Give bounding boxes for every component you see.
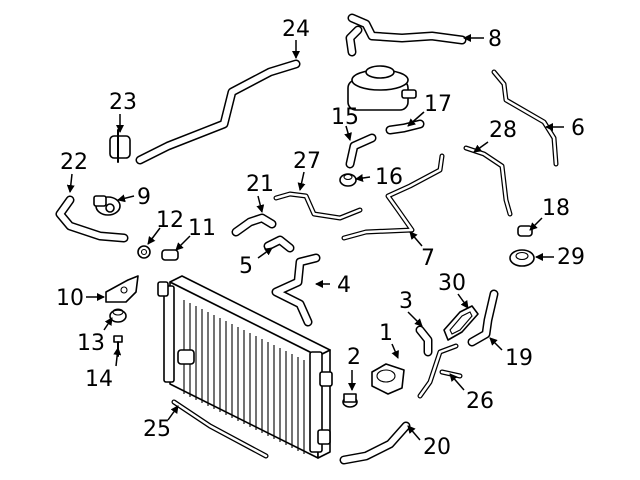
callout-11: 11 <box>188 216 216 241</box>
callout-2: 2 <box>347 345 361 370</box>
part-21-hose <box>231 213 277 237</box>
callout-5: 5 <box>239 254 253 279</box>
callout-24: 24 <box>282 17 310 42</box>
callout-13: 13 <box>77 331 105 356</box>
callout-28: 28 <box>489 118 517 143</box>
callout-9: 9 <box>137 185 151 210</box>
part-9-pump <box>93 195 121 216</box>
callout-25: 25 <box>143 417 171 442</box>
part-23-fitting <box>109 129 131 163</box>
callout-21: 21 <box>246 172 274 197</box>
callout-20: 20 <box>423 435 451 460</box>
callout-29: 29 <box>557 245 585 270</box>
callout-27: 27 <box>293 149 321 174</box>
callout-22: 22 <box>60 150 88 175</box>
part-3-fitting <box>415 325 433 357</box>
callout-10: 10 <box>56 286 84 311</box>
part-11-plug <box>161 249 179 261</box>
part-1-housing <box>371 363 405 395</box>
part-18-fitting <box>517 225 533 237</box>
callout-15: 15 <box>331 105 359 130</box>
callout-6: 6 <box>571 116 585 141</box>
part-28-line <box>463 145 513 217</box>
callout-1: 1 <box>379 321 393 346</box>
part-27-tube <box>273 191 363 221</box>
part-4-hose <box>271 253 321 327</box>
radiator <box>157 275 333 459</box>
part-17-hose <box>385 119 425 135</box>
callout-12: 12 <box>156 208 184 233</box>
callout-16: 16 <box>375 165 403 190</box>
callout-8: 8 <box>488 27 502 52</box>
callout-26: 26 <box>466 389 494 414</box>
part-25-rod <box>171 399 269 459</box>
part-5-hose <box>263 235 295 253</box>
part-15-hose <box>345 133 377 169</box>
leader-lines <box>66 34 564 441</box>
part-22-hose <box>55 195 129 243</box>
part-19-hose <box>467 289 499 347</box>
part-30-gasket <box>443 305 479 341</box>
callout-4: 4 <box>337 273 351 298</box>
callout-7: 7 <box>421 246 435 271</box>
part-13-grommet <box>109 308 127 323</box>
callout-19: 19 <box>505 346 533 371</box>
part-24-pipe <box>135 59 301 165</box>
part-29-cap <box>509 249 535 267</box>
callout-23: 23 <box>109 90 137 115</box>
part-2-fitting <box>342 393 358 408</box>
part-12-washer-hole <box>140 248 148 256</box>
part-8-pipe <box>345 13 467 57</box>
callout-14: 14 <box>85 367 113 392</box>
expansion-tank <box>347 65 417 111</box>
part-16-cap <box>339 173 357 187</box>
callout-3: 3 <box>399 289 413 314</box>
part-6-line <box>491 69 559 167</box>
part-20-hose <box>339 421 411 465</box>
callout-18: 18 <box>542 196 570 221</box>
callout-labels: 1 2 3 4 5 6 7 8 9 10 11 12 13 14 15 16 1… <box>56 17 585 460</box>
part-10-bracket <box>105 275 139 303</box>
part-7-tube <box>341 153 445 241</box>
callout-17: 17 <box>424 92 452 117</box>
callout-30: 30 <box>438 271 466 296</box>
part-12-washer <box>137 245 151 259</box>
